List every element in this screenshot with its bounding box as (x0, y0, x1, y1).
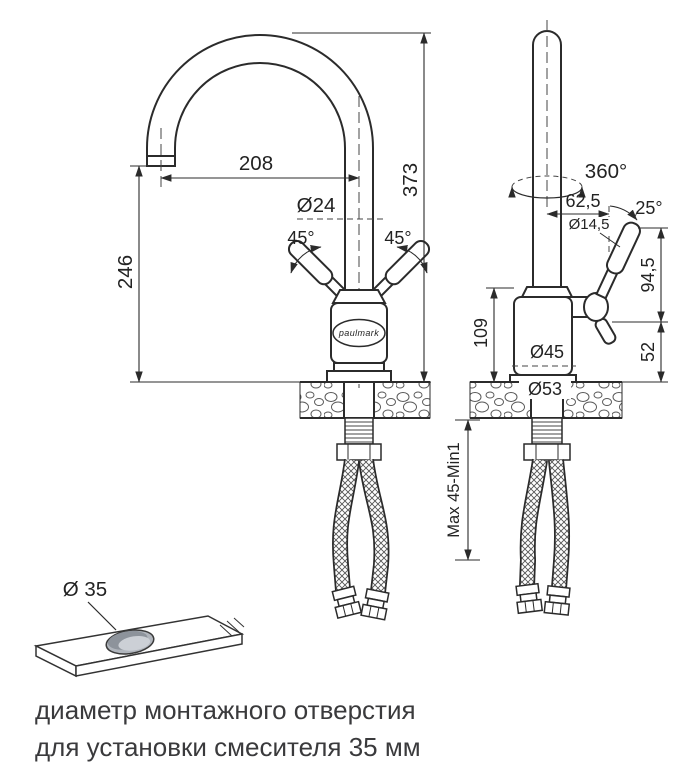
dim-mounting-thickness-label: Max 45-Min1 (445, 442, 463, 537)
caption-line-2: для установки смесителя 35 мм (35, 732, 421, 762)
hole-leader-line (87, 601, 117, 631)
caption: диаметр монтажного отверстия для установ… (35, 692, 421, 766)
dim-body-diameter-label: Ø45 (530, 342, 564, 362)
dim-total-height: 373 (292, 32, 431, 383)
dim-handle-angle-left-label: 45° (287, 228, 314, 248)
threaded-rod-side (531, 417, 563, 445)
mounting-nut-side (523, 443, 571, 461)
dim-spout-reach-label: 208 (239, 152, 273, 175)
dim-base-diameter: Ø53 (519, 379, 571, 399)
dim-total-height-label: 373 (399, 163, 422, 197)
dim-base-diameter-label: Ø53 (528, 379, 562, 399)
dim-rotation: 360° (508, 160, 627, 199)
hose-nut (360, 587, 391, 621)
riser-pipe (532, 30, 562, 288)
dim-lever-diameter: Ø14,5 (565, 216, 621, 248)
dim-body-diameter: Ø45 (512, 342, 576, 367)
faucet-body-side (509, 286, 577, 383)
front-view: paulmark 208 373 246 Ø24 45 (114, 32, 431, 621)
dim-hole-diameter-label: Ø 35 (63, 578, 107, 601)
dim-spout-diameter: Ø24 (297, 194, 384, 220)
dim-base-height-label: 52 (638, 342, 658, 362)
dim-spout-offset-label: 62,5 (565, 191, 600, 211)
dim-handle-angle-left: 45° (287, 228, 322, 274)
caption-line-1: диаметр монтажного отверстия (35, 695, 416, 725)
side-view: 360° 62,5 (445, 20, 668, 616)
flex-hoses-side (514, 458, 572, 616)
dim-lever-angle-label: 25° (635, 198, 662, 218)
dim-spout-height-label: 246 (114, 255, 137, 289)
faucet-body-front: paulmark (326, 289, 392, 383)
hose-nut (543, 584, 572, 616)
dim-lever-angle: 25° (609, 198, 663, 221)
threaded-rod-front (344, 417, 374, 445)
flex-hoses-front (330, 458, 391, 621)
hose-nut (514, 582, 543, 615)
dim-spout-diameter-label: Ø24 (297, 194, 336, 217)
logo-badge (332, 318, 386, 348)
dim-mounting-thickness: Max 45-Min1 (445, 419, 480, 561)
dim-base-height: 52 (622, 321, 668, 383)
dim-lever-diameter-label: Ø14,5 (569, 216, 610, 233)
dim-handle-angle-right: 45° (384, 228, 428, 274)
hose-nut (330, 585, 362, 619)
under-counter-front (330, 381, 391, 621)
mounting-nut-front (336, 443, 382, 461)
dim-spout-height: 246 (114, 165, 302, 383)
base-flange-front (326, 370, 392, 383)
dim-body-height-label: 109 (471, 318, 491, 348)
brand-logo: paulmark (338, 328, 379, 338)
dim-rotation-label: 360° (585, 160, 627, 183)
technical-drawing: paulmark 208 373 246 Ø24 45 (33, 20, 668, 678)
dim-lever-height: 94,5 (612, 227, 668, 323)
dim-lever-height-label: 94,5 (638, 257, 658, 292)
dim-handle-angle-right-label: 45° (384, 228, 411, 248)
dim-spout-reach: 208 (160, 152, 360, 182)
mounting-hole (105, 629, 155, 655)
lever-assembly (567, 209, 641, 345)
dim-body-height: 109 (471, 287, 514, 383)
mounting-hole-figure: Ø 35 (33, 578, 245, 678)
